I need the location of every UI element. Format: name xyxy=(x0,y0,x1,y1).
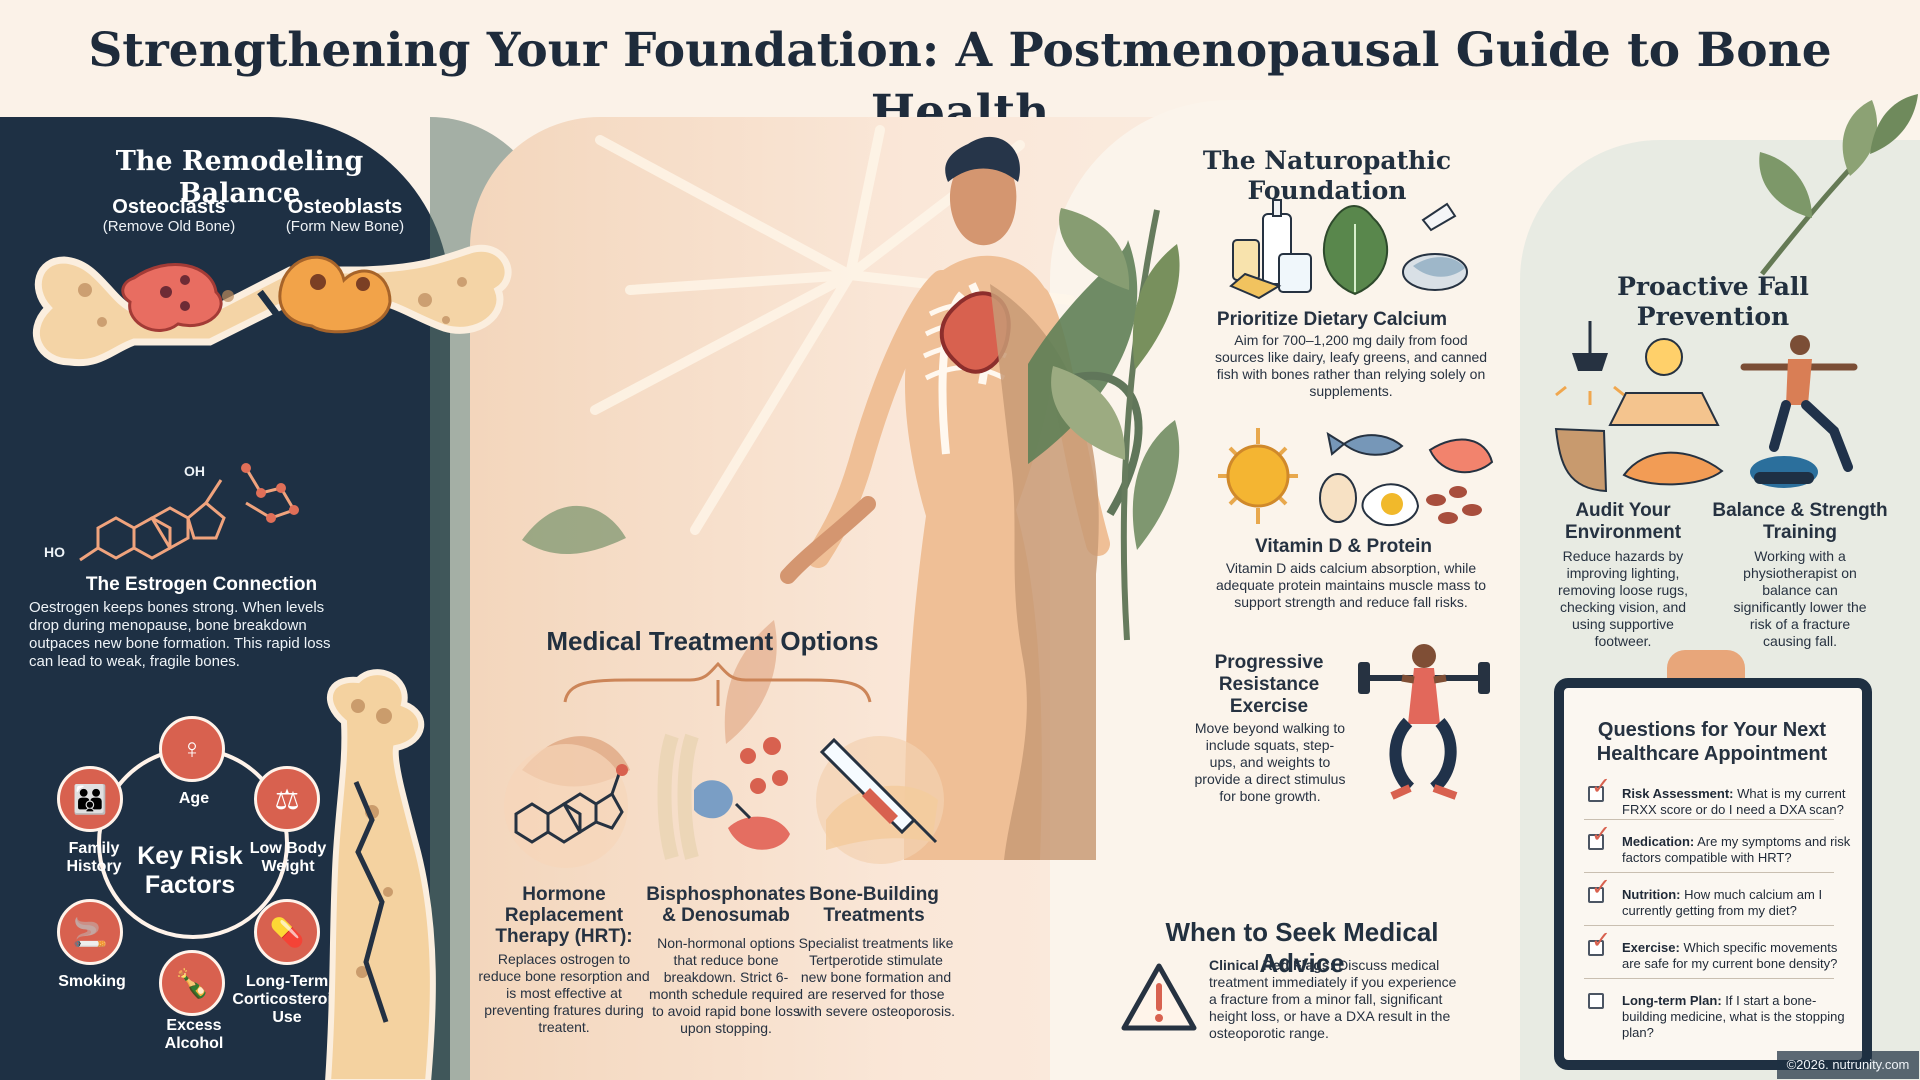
fall-prevention-heading: Proactive Fall Prevention xyxy=(1617,272,1809,331)
balance-title: Balance & Strength Training xyxy=(1712,500,1888,543)
question-divider-3 xyxy=(1584,925,1834,926)
hrt-title: Hormone Replacement Therapy (HRT): xyxy=(495,884,633,947)
clinical-red-flags-label: Clinical Red Flags: xyxy=(1209,957,1335,973)
estrogen-ho-label: HO xyxy=(44,544,65,560)
audit-environment-illustration xyxy=(1554,321,1724,493)
bone-remodeling-illustration xyxy=(32,244,512,367)
exercise-body: Move beyond walking to include squats, s… xyxy=(1194,720,1346,804)
medical-advice-heading: When to Seek Medical Advice xyxy=(1165,917,1439,978)
weightlifting-woman-illustration xyxy=(1358,644,1490,800)
question-nutrition[interactable]: ✓ Nutrition: How much calcium am I curre… xyxy=(1588,876,1854,919)
medical-treatment-heading: Medical Treatment Options xyxy=(546,626,879,656)
question-label: Nutrition: xyxy=(1622,887,1681,902)
estrogen-molecule-illustration xyxy=(79,463,299,562)
osteoclasts-detail: (Remove Old Bone) xyxy=(102,218,236,235)
balance-training-illustration xyxy=(1740,335,1858,488)
pill-icon: 💊 xyxy=(254,899,320,965)
question-text: Are my symptoms and risk factors compati… xyxy=(1622,834,1851,865)
estrogen-body: Oestrogen keeps bones strong. When level… xyxy=(29,599,331,670)
estrogen-oh-label: OH xyxy=(184,463,205,479)
risk-assessment-checkbox[interactable] xyxy=(1588,786,1604,802)
question-text: What is my current FRXX score or do I ne… xyxy=(1622,786,1846,817)
question-label: Risk Assessment: xyxy=(1622,786,1734,801)
calcium-body: Aim for 700–1,200 mg daily from food sou… xyxy=(1214,332,1488,399)
question-exercise[interactable]: ✓ Exercise: Which specific movements are… xyxy=(1588,929,1854,972)
medical-bracket xyxy=(563,661,872,706)
sunburst-illustration xyxy=(590,125,1075,535)
dietary-calcium-foods-illustration xyxy=(1229,199,1468,300)
question-divider-4 xyxy=(1584,978,1834,979)
bone-building-injection-icon xyxy=(816,736,944,864)
exercise-checkbox[interactable] xyxy=(1588,940,1604,956)
risk-factors-heading: Key Risk Factors xyxy=(137,842,243,899)
medication-checkbox[interactable] xyxy=(1588,834,1604,850)
bottle-icon: 🍾 xyxy=(159,950,225,1016)
risk-alcohol-label: Excess Alcohol xyxy=(164,1017,224,1052)
warning-icon xyxy=(1121,963,1197,1031)
leaf-decoration-top-right xyxy=(1759,94,1918,276)
question-label: Exercise: xyxy=(1622,940,1680,955)
audit-title: Audit Your Environment xyxy=(1564,500,1682,543)
clinical-red-flags-text: Discuss medical treatment immediately if… xyxy=(1209,957,1457,1041)
bone-building-title: Bone-Building Treatments xyxy=(809,884,939,926)
copyright-footer: ©2026. nutrunity.com xyxy=(1777,1051,1919,1079)
question-long-term-plan[interactable]: Long-term Plan: If I start a bone-buildi… xyxy=(1588,993,1854,1041)
question-divider-2 xyxy=(1584,872,1834,873)
questions-clipboard xyxy=(1554,678,1872,1070)
risk-smoking-label: Smoking xyxy=(58,973,126,990)
question-medication[interactable]: ✓ Medication: Are my symptoms and risk f… xyxy=(1588,823,1854,866)
osteoblasts-label: Osteoblasts xyxy=(287,196,403,218)
risk-corticosteroid-label: Long-Term Corticosteroid Use xyxy=(232,973,342,1026)
age-icon: ♀ xyxy=(159,716,225,782)
family-icon: 👪 xyxy=(57,766,123,832)
vitamin-d-title: Vitamin D & Protein xyxy=(1254,536,1432,557)
question-text: How much calcium am I currently getting … xyxy=(1622,887,1823,918)
question-label: Medication: xyxy=(1622,834,1695,849)
remodeling-heading: The Remodeling Balance xyxy=(115,146,364,209)
page-title: Strengthening Your Foundation: A Postmen… xyxy=(88,23,1832,140)
risk-low-body-weight-label: Low Body Weight xyxy=(249,840,327,875)
vitamin-d-protein-illustration xyxy=(1218,428,1494,527)
checkmark-icon: ✓ xyxy=(1591,927,1612,954)
risk-age-label: Age xyxy=(178,790,210,807)
question-divider-1 xyxy=(1584,819,1834,820)
hrt-molecule-icon xyxy=(504,744,628,868)
osteoblasts-detail: (Form New Bone) xyxy=(285,218,405,235)
estrogen-heading: The Estrogen Connection xyxy=(85,574,318,595)
scale-icon: ⚖ xyxy=(254,766,320,832)
checkmark-icon: ✓ xyxy=(1591,874,1612,901)
nutrition-checkbox[interactable] xyxy=(1588,887,1604,903)
balance-body: Working with a physiotherapist on balanc… xyxy=(1733,548,1867,649)
exercise-title: Progressive Resistance Exercise xyxy=(1214,652,1324,717)
question-risk-assessment[interactable]: ✓ Risk Assessment: What is my current FR… xyxy=(1588,775,1854,818)
checkmark-icon: ✓ xyxy=(1591,773,1612,800)
bisphosphonates-title: Bisphosphonates & Denosumab xyxy=(646,884,806,926)
leaf-decoration-center xyxy=(1051,208,1180,641)
bisphosphonates-description: Non-hormonal options that reduce bone br… xyxy=(648,935,804,1036)
questions-heading: Questions for Your Next Healthcare Appoi… xyxy=(1596,719,1828,765)
bone-building-description: Specialist treatments like Tertperotide … xyxy=(797,935,955,1019)
medical-advice-body: Clinical Red Flags: Discuss medical trea… xyxy=(1209,957,1467,1042)
bisphosphonates-icon xyxy=(657,733,790,860)
cigarette-icon: 🚬 xyxy=(57,899,123,965)
question-label: Long-term Plan: xyxy=(1622,993,1722,1008)
question-text: If I start a bone-building medicine, wha… xyxy=(1622,993,1845,1040)
calcium-title: Prioritize Dietary Calcium xyxy=(1216,309,1448,330)
cracked-bone-illustration xyxy=(325,669,436,1080)
osteoclasts-label: Osteoclasts xyxy=(112,196,226,218)
checkmark-icon: ✓ xyxy=(1591,821,1612,848)
long-term-plan-checkbox[interactable] xyxy=(1588,993,1604,1009)
vitamin-d-body: Vitamin D aids calcium absorption, while… xyxy=(1215,560,1487,610)
hrt-description: Replaces ostrogen to reduce bone resorpt… xyxy=(478,951,650,1035)
audit-body: Reduce hazards by improving lighting, re… xyxy=(1558,548,1688,649)
risk-family-history-label: Family History xyxy=(66,840,122,875)
question-text: Which specific movements are safe for my… xyxy=(1622,940,1838,971)
